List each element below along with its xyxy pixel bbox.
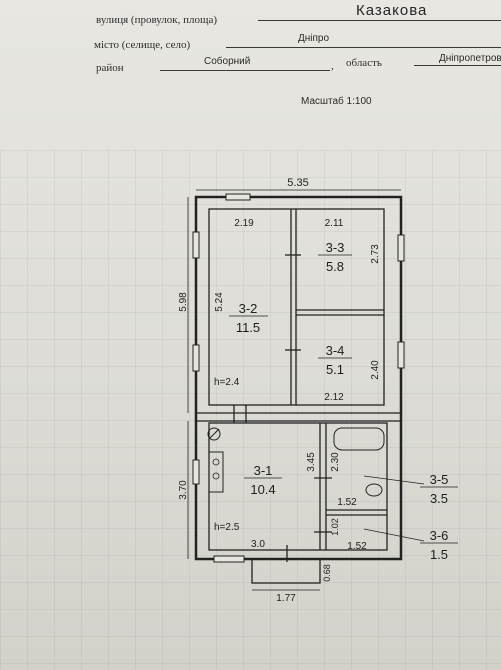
- district-line: [160, 70, 330, 71]
- dim-r1-bottom: 3.0: [251, 539, 265, 550]
- background-grid: [0, 150, 501, 670]
- stove-burner-icon: [212, 458, 220, 466]
- oblast-value: Дніпропетров: [439, 53, 501, 64]
- leader-line: [363, 528, 425, 542]
- bathtub-icon: [333, 427, 385, 451]
- window: [192, 459, 200, 485]
- sink-icon: [365, 483, 383, 497]
- room-area: 5.8: [326, 259, 344, 274]
- dim-r4-bottom: 2.12: [324, 392, 344, 403]
- city-value: Дніпро: [298, 33, 330, 44]
- oblast-line: [414, 65, 501, 66]
- lower-height: 3.70: [178, 480, 189, 500]
- upper-height: 5.98: [178, 292, 189, 312]
- stove-icon: [208, 451, 224, 493]
- dim-r2-top: 2.19: [234, 218, 254, 229]
- district-comma: ,: [331, 60, 334, 72]
- chimney-icon: [207, 427, 221, 441]
- upper-ceiling-height: h=2.4: [214, 377, 240, 388]
- room-id: 3-1: [254, 463, 273, 478]
- window: [397, 234, 405, 262]
- room-area: 10.4: [250, 482, 275, 497]
- city-label: місто (селище, село): [94, 39, 191, 51]
- room-id: 3-6: [430, 528, 449, 543]
- dim-r2-side: 5.24: [214, 292, 225, 312]
- chimney-icon: [208, 428, 220, 440]
- window: [192, 231, 200, 259]
- dim-r3-top: 2.11: [325, 218, 344, 229]
- scale-label: Масштаб 1:100: [301, 96, 372, 107]
- window: [213, 555, 245, 563]
- leader-line: [363, 475, 425, 485]
- lower-ceiling-height: h=2.5: [214, 522, 240, 533]
- district-label: район: [96, 62, 124, 74]
- room-id: 3-2: [239, 301, 258, 316]
- porch-depth: 0.68: [322, 564, 332, 582]
- street-value: Казакова: [356, 2, 428, 19]
- dim-r3-side: 2.73: [370, 244, 381, 264]
- window: [192, 344, 200, 372]
- stove-burner-icon: [212, 472, 220, 480]
- porch-width: 1.77: [276, 593, 296, 604]
- dim-r6-side: 1.02: [330, 518, 340, 536]
- room-id: 3-4: [326, 343, 345, 358]
- street-label: вулиця (провулок, площа): [96, 14, 218, 26]
- dim-r4-side: 2.40: [370, 360, 381, 380]
- room-area: 3.5: [430, 491, 448, 506]
- street-line: [258, 20, 501, 21]
- window: [225, 193, 251, 201]
- window: [397, 341, 405, 369]
- room-area: 1.5: [430, 547, 448, 562]
- dim-r6-width: 1.52: [347, 541, 367, 552]
- room-area: 11.5: [236, 320, 260, 335]
- oblast-label: область: [346, 57, 382, 69]
- room-id: 3-5: [430, 472, 449, 487]
- overall-width: 5.35: [287, 177, 308, 189]
- dim-r5-width: 1.52: [337, 497, 357, 508]
- porch: [251, 558, 321, 584]
- room-area: 5.1: [326, 362, 344, 377]
- district-value: Соборний: [204, 56, 251, 67]
- dim-r5-side: 2.30: [330, 452, 341, 472]
- city-line: [226, 47, 501, 48]
- dim-r1-side: 3.45: [306, 452, 317, 472]
- room-id: 3-3: [326, 240, 345, 255]
